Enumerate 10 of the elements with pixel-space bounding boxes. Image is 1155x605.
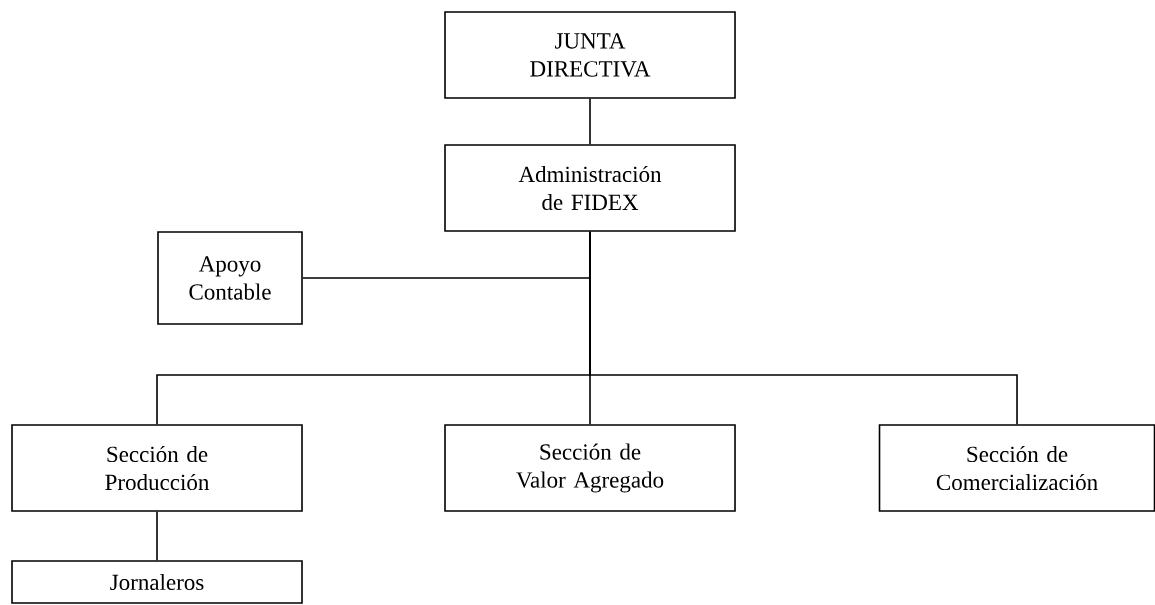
connector-line [156,511,158,561]
org-box: Administración de FIDEX [444,144,736,232]
org-box: Sección de Valor Agregado [444,424,736,512]
org-box: Sección de Comercialización [878,424,1155,512]
org-box: JUNTA DIRECTIVA [444,11,736,99]
org-box: Jornaleros [11,560,303,604]
connector-line [589,98,591,145]
org-box: Sección de Producción [11,424,303,512]
connector-line [589,231,1018,425]
org-box: Apoyo Contable [157,231,303,325]
